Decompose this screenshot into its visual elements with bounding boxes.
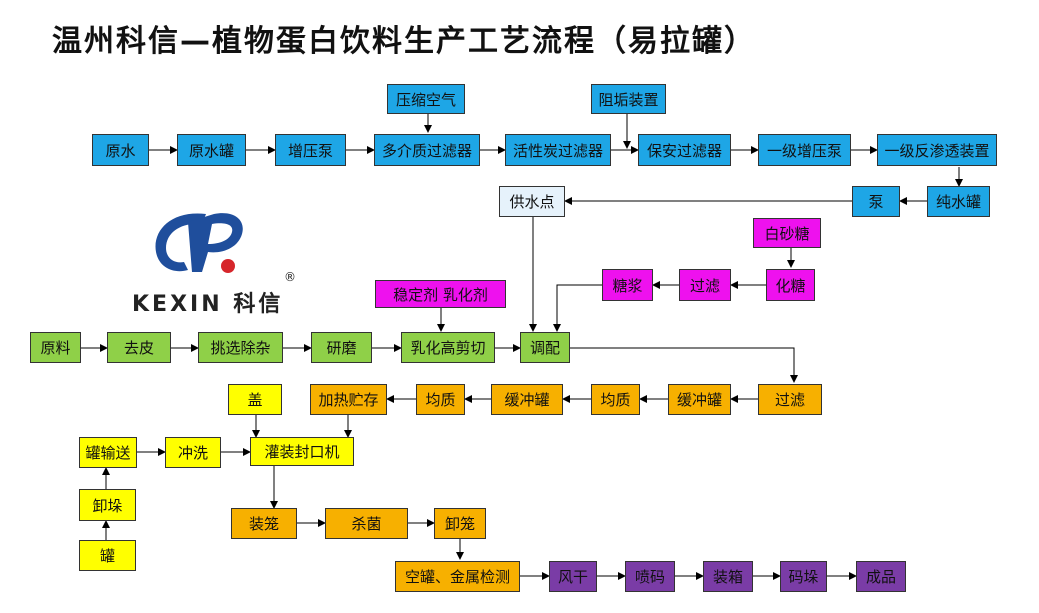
node-finished-product: 成品: [856, 561, 906, 592]
logo-c-shape: [155, 213, 206, 272]
node-dissolve-sugar: 化糖: [766, 269, 815, 301]
node-grinding: 研磨: [311, 332, 372, 363]
node-water-supply-point: 供水点: [499, 186, 565, 217]
node-sugar-filter: 过滤: [679, 269, 731, 301]
node-can-conveyor: 罐输送: [79, 437, 137, 468]
registered-mark: ®: [284, 270, 296, 284]
node-carbon-filter: 活性炭过滤器: [505, 134, 611, 166]
node-sorting: 挑选除杂: [198, 332, 283, 363]
node-heat-storage: 加热贮存: [310, 384, 387, 415]
node-security-filter: 保安过滤器: [638, 134, 731, 166]
node-syrup: 糖浆: [602, 269, 653, 301]
node-inkjet-code: 喷码: [625, 561, 675, 592]
node-emulsify-shear: 乳化高剪切: [401, 332, 495, 363]
node-homogenize-2: 均质: [591, 384, 640, 415]
node-scale-inhibitor: 阻垢装置: [591, 84, 666, 114]
logo-p-shape: [188, 213, 243, 272]
node-empty-metal-check: 空罐、金属检测: [395, 561, 520, 592]
node-multimedia-filter: 多介质过滤器: [374, 134, 480, 166]
node-raw-water-tank: 原水罐: [177, 134, 246, 166]
logo-red-dot: [221, 259, 235, 273]
node-air-dry: 风干: [549, 561, 597, 592]
node-depalletize: 卸垛: [79, 489, 136, 521]
node-boxing: 装箱: [703, 561, 753, 592]
kexin-logo: [155, 213, 243, 273]
node-final-filter: 过滤: [758, 384, 822, 415]
node-stabilizer-emulsifier: 稳定剂 乳化剂: [375, 280, 506, 308]
logo-brand-cn: 科信: [233, 292, 284, 317]
node-rinse: 冲洗: [165, 437, 221, 468]
logo-brand-text: KEXIN 科信: [132, 286, 283, 318]
node-booster-pump: 增压泵: [275, 134, 346, 166]
node-pump: 泵: [852, 186, 900, 217]
node-palletize: 码垛: [780, 561, 827, 592]
logo-brand-en: KEXIN: [132, 292, 223, 317]
node-homogenize-1: 均质: [416, 384, 465, 415]
node-pure-water-tank: 纯水罐: [927, 186, 990, 217]
node-blending: 调配: [520, 332, 570, 363]
node-raw-material: 原料: [30, 332, 81, 363]
node-lid: 盖: [228, 384, 282, 415]
node-raw-water: 原水: [92, 134, 149, 166]
node-primary-ro: 一级反渗透装置: [877, 134, 997, 166]
node-white-sugar: 白砂糖: [753, 218, 821, 248]
page-title: 温州科信—植物蛋白饮料生产工艺流程（易拉罐）: [52, 24, 756, 59]
node-compressed-air: 压缩空气: [387, 84, 465, 114]
node-filling-sealing: 灌装封口机: [250, 437, 354, 466]
node-cage-unloading: 卸笼: [434, 508, 486, 539]
node-cage-loading: 装笼: [231, 508, 297, 539]
node-buffer-tank-2: 缓冲罐: [668, 384, 731, 415]
node-sterilize: 杀菌: [325, 508, 408, 539]
node-buffer-tank-1: 缓冲罐: [491, 384, 563, 415]
node-peeling: 去皮: [107, 332, 171, 363]
node-cans: 罐: [79, 540, 136, 571]
node-primary-booster: 一级增压泵: [758, 134, 851, 166]
